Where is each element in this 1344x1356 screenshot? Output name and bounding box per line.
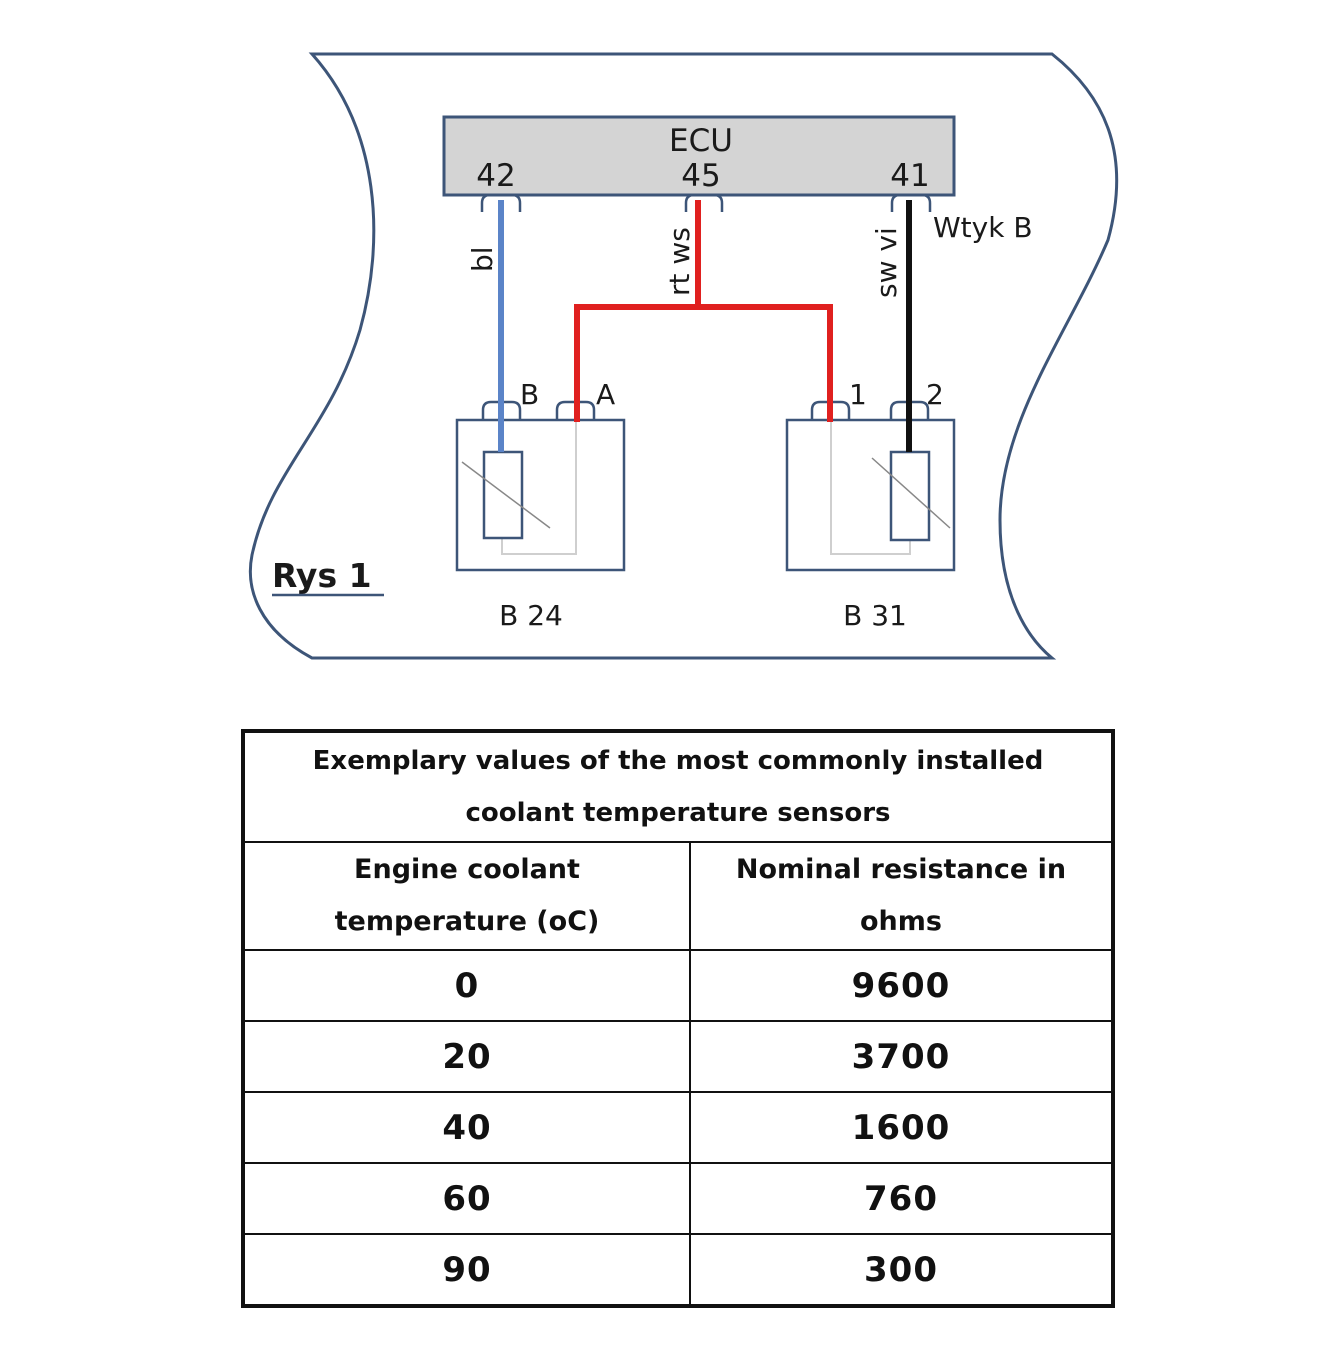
coolant-sensor-table: Exemplary values of the most commonly in…	[241, 729, 1115, 1308]
b31-internal-wire	[830, 420, 911, 555]
table-header-row: Engine coolant temperature (oC) Nominal …	[242, 841, 1114, 951]
ecu-terminals	[480, 193, 932, 212]
ecu-pin-45: 45	[681, 158, 720, 194]
header-resistance-text: Nominal resistance in ohms	[735, 854, 1067, 937]
resistance-cell: 300	[689, 1233, 1114, 1307]
wire-red	[574, 200, 833, 422]
header-resistance: Nominal resistance in ohms	[689, 841, 1114, 951]
header-temperature-text: Engine coolant temperature (oC)	[334, 854, 600, 937]
ecu-pin-41: 41	[890, 158, 929, 194]
thermistor-b24-icon	[461, 450, 551, 540]
header-temperature: Engine coolant temperature (oC)	[242, 841, 691, 951]
thermistor-b31-icon	[871, 450, 951, 542]
temperature-cell: 40	[242, 1091, 691, 1164]
wire-label-rt-ws: rt ws	[663, 227, 696, 296]
table-row: 0 9600	[242, 949, 1114, 1022]
b31-pin-2: 2	[926, 378, 944, 411]
table-title: Exemplary values of the most commonly in…	[242, 730, 1114, 843]
resistance-cell: 3700	[689, 1020, 1114, 1093]
table-row: 60 760	[242, 1162, 1114, 1235]
b24-pin-b: B	[520, 378, 539, 411]
temperature-cell: 60	[242, 1162, 691, 1235]
wire-label-sw-vi: sw vi	[870, 227, 903, 298]
sensor-b31-box	[785, 418, 956, 572]
sensor-label-b31: B 31	[843, 599, 907, 632]
table-title-row: Exemplary values of the most commonly in…	[242, 730, 1114, 843]
b31-pin-1: 1	[849, 378, 867, 411]
table-title-text: Exemplary values of the most commonly in…	[312, 746, 1044, 828]
ecu-label: ECU	[669, 123, 733, 159]
temperature-cell: 90	[242, 1233, 691, 1307]
resistance-cell: 1600	[689, 1091, 1114, 1164]
table-row: 40 1600	[242, 1091, 1114, 1164]
temperature-cell: 20	[242, 1020, 691, 1093]
sensor-b24-box	[455, 418, 626, 572]
connector-label: Wtyk B	[933, 211, 1033, 244]
table-row: 90 300	[242, 1233, 1114, 1307]
ecu-pin-42: 42	[476, 158, 515, 194]
diagram-outline	[248, 52, 1119, 660]
table-row: 20 3700	[242, 1020, 1114, 1093]
sensor-label-b24: B 24	[499, 599, 563, 632]
temperature-cell: 0	[242, 949, 691, 1022]
resistance-cell: 760	[689, 1162, 1114, 1235]
b24-internal-wire	[501, 420, 577, 555]
wire-label-bl: bl	[466, 246, 499, 272]
figure-label: Rys 1	[272, 556, 372, 595]
resistance-cell: 9600	[689, 949, 1114, 1022]
wiring-diagram: ECU 42 45 41 bl rt ws sw vi Wtyk B B A 1…	[248, 52, 1119, 660]
b24-pin-a: A	[596, 378, 615, 411]
